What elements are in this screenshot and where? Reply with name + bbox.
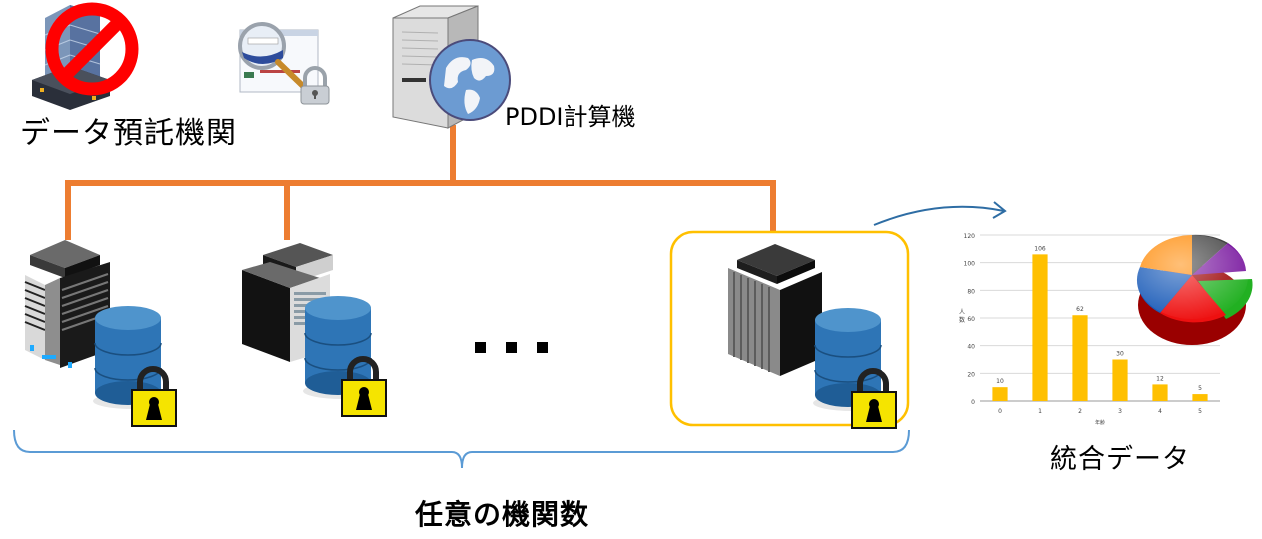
brace: [13, 429, 910, 469]
locked-database-icon: [93, 306, 177, 427]
depository-label: データ預託機関: [20, 116, 237, 151]
x-tick-label: 2: [1078, 408, 1082, 415]
data-label: 30: [1116, 351, 1124, 358]
x-tick-label: 4: [1158, 408, 1162, 415]
bar: [992, 387, 1008, 401]
y-tick-label: 80: [967, 288, 975, 295]
bar: [1112, 359, 1128, 401]
data-label: 106: [1034, 245, 1046, 252]
pie-chart-icon: [1136, 234, 1253, 345]
y-tick-label: 100: [964, 261, 976, 268]
y-tick-label: 20: [967, 371, 975, 378]
x-tick-label: 3: [1118, 408, 1122, 415]
locked-database-icon: [813, 308, 897, 429]
locked-database-icon: [303, 296, 387, 417]
y-tick-label: 120: [964, 233, 976, 240]
x-axis-label: 年齢: [1095, 419, 1105, 425]
y-tick-label: 0: [971, 399, 975, 406]
office-building-icon: [728, 244, 822, 376]
x-tick-label: 1: [1038, 408, 1042, 415]
bar: [1072, 315, 1088, 401]
x-tick-label: 5: [1198, 408, 1202, 415]
arbitrary-institutions-label: 任意の機関数: [415, 498, 590, 531]
bar: [1032, 254, 1048, 401]
network-connector: [65, 125, 776, 240]
padlock-icon: [131, 366, 177, 427]
integrated-data-label: 統合データ: [1050, 444, 1190, 475]
curved-arrow-icon: [873, 201, 1007, 226]
bar: [1192, 394, 1208, 401]
building-prohibited-icon: [32, 2, 139, 110]
padlock-icon: [341, 356, 387, 417]
data-label: 62: [1076, 306, 1084, 313]
data-label: 5: [1198, 385, 1202, 392]
server-globe-icon: [392, 5, 511, 129]
bar: [1152, 384, 1168, 401]
padlock-icon: [851, 368, 897, 429]
data-label: 12: [1156, 375, 1164, 382]
data-label: 10: [996, 378, 1004, 385]
y-tick-label: 40: [967, 344, 975, 351]
y-tick-label: 60: [967, 316, 975, 323]
y-axis-label: 数: [959, 316, 965, 324]
pddi-computer-label: PDDI計算機: [505, 103, 636, 131]
selected-institution-box: [669, 230, 910, 427]
y-axis-label: 人: [959, 309, 965, 316]
ellipsis-icon: [475, 342, 555, 354]
x-tick-label: 0: [998, 408, 1002, 415]
secure-web-lookup-icon: [238, 22, 330, 105]
